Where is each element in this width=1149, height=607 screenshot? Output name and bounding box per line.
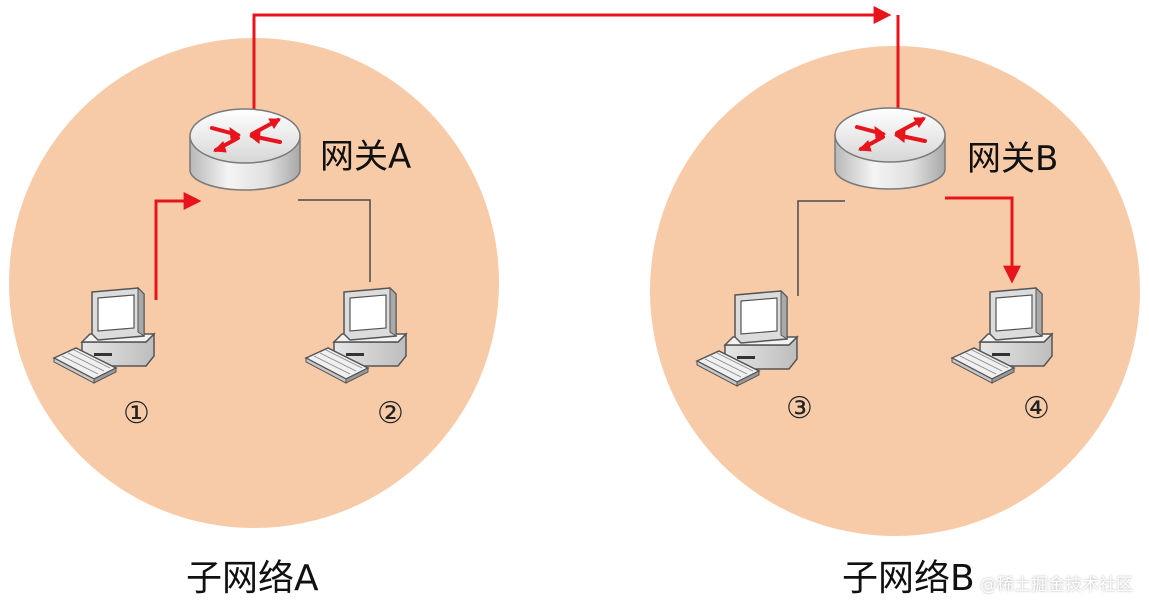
computer-number-2: ② (377, 396, 404, 431)
link-gw-a-pc-2 (298, 199, 371, 282)
gateway-label-b: 网关B (967, 139, 1058, 179)
router-icon-gw-b (833, 106, 947, 191)
subnet-label-a: 子网络A (186, 558, 319, 599)
route-pc-1-to-gw-a (154, 192, 202, 300)
watermark: @稀土掘金技术社区 (980, 570, 1133, 595)
computer-number-1: ① (123, 396, 150, 431)
route-gw-b-to-pc-4 (945, 196, 1021, 284)
subnet-b-circle (650, 46, 1140, 536)
route-gw-a-to-gw-b (252, 6, 892, 112)
subnet-label-b: 子网络B (842, 558, 975, 599)
subnet-a-circle (9, 38, 499, 528)
gateway-label-a: 网关A (320, 137, 411, 177)
link-gw-b-pc-3 (797, 200, 845, 296)
computer-number-3: ③ (786, 391, 813, 426)
computer-number-4: ④ (1023, 391, 1050, 426)
watermark-text: @稀土掘金技术社区 (980, 575, 1133, 595)
router-icon-gw-a (188, 107, 302, 192)
